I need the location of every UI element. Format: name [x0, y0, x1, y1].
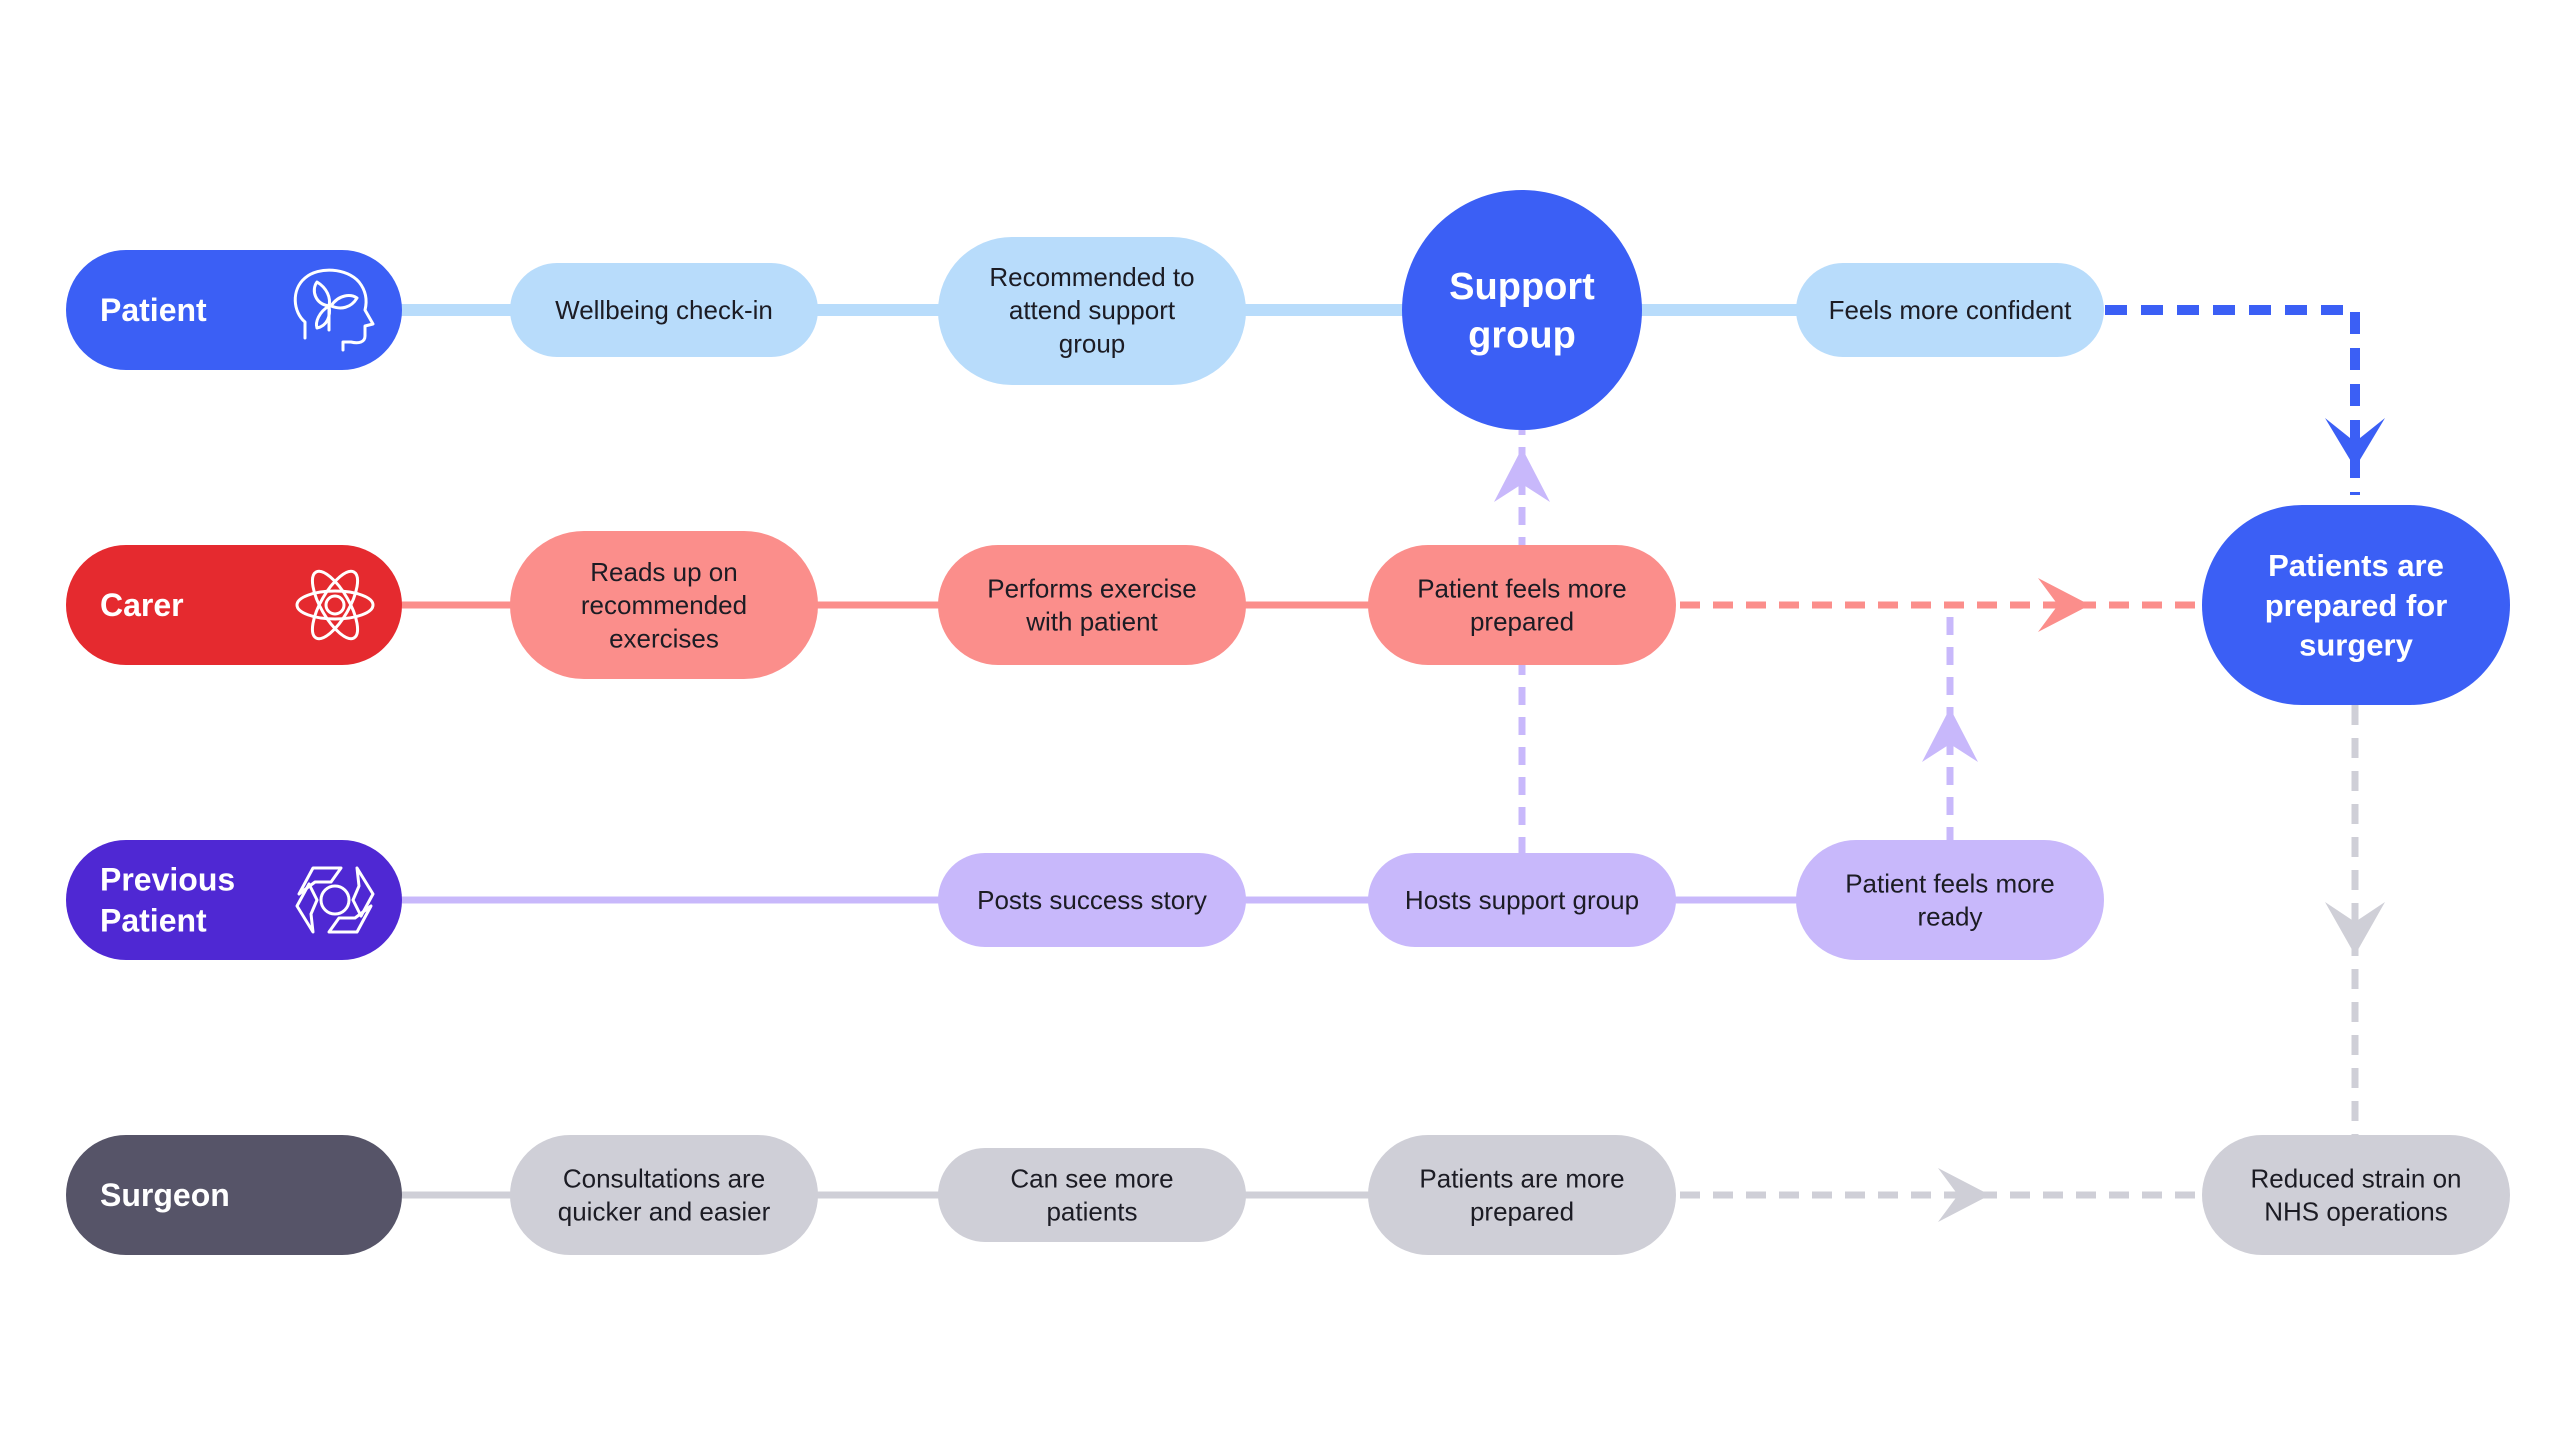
- recommended-support-group-label-line: Recommended to: [989, 262, 1194, 292]
- hosts-support-group-label-line: Hosts support group: [1405, 885, 1639, 915]
- atom-icon: [295, 569, 375, 641]
- patients-more-prepared-label-line: prepared: [1470, 1197, 1574, 1227]
- ready-to-carer-arrowhead: [1922, 708, 1978, 762]
- patients-more-prepared-node: [1368, 1135, 1676, 1255]
- recommended-support-group-node: [938, 237, 1246, 385]
- reads-up-exercises-label-line: Reads up on: [590, 557, 737, 587]
- surgeon-lane-label: Surgeon: [100, 1177, 230, 1213]
- reduced-strain-nhs-node: [2202, 1135, 2510, 1255]
- wellbeing-checkin-label-line: Wellbeing check-in: [555, 295, 773, 325]
- prepared-for-surgery-label-line: surgery: [2299, 628, 2413, 663]
- connectors: [380, 304, 2385, 1222]
- patient-lane-label: Patient: [100, 292, 207, 328]
- patient-to-outcome-dashed-line: [2105, 305, 2360, 495]
- patient-feels-more-prepared-node: [1368, 545, 1676, 665]
- reads-up-exercises-label-line: recommended: [581, 590, 747, 620]
- outcome-nodes: Patients are prepared for surgery Reduced …: [2202, 505, 2510, 1255]
- reduced-strain-nhs-label-line: NHS operations: [2264, 1197, 2448, 1227]
- support-group-hub-label: Support group: [1449, 266, 1595, 357]
- performs-exercise-label-line: Performs exercise: [987, 573, 1197, 603]
- performs-exercise-label: Performs exercise with patient: [987, 573, 1197, 636]
- posts-success-story-label-line: Posts success story: [977, 885, 1207, 915]
- prepared-for-surgery-label-line: Patients are: [2268, 548, 2444, 583]
- carer-lane-label: Carer: [100, 587, 184, 623]
- patients-more-prepared-label: Patients are more prepared: [1419, 1163, 1624, 1226]
- support-group-hub: [1402, 190, 1642, 430]
- feels-more-confident-label-line: Feels more confident: [1829, 295, 2073, 325]
- consultations-quicker-label: Consultations are quicker and easier: [558, 1163, 771, 1226]
- prepared-for-surgery-label: Patients are prepared for surgery: [2265, 548, 2448, 662]
- feels-more-confident-node: [1796, 263, 2104, 357]
- carer-lane-label-line: Carer: [100, 587, 184, 623]
- patient-feels-more-ready-label: Patient feels more ready: [1845, 868, 2055, 931]
- patient-feels-more-prepared-label-line: prepared: [1470, 607, 1574, 637]
- patient-feels-more-ready-label-line: ready: [1917, 902, 1982, 932]
- patients-more-prepared-label-line: Patients are more: [1419, 1163, 1624, 1193]
- hands-circle-icon: [295, 866, 375, 934]
- feels-more-confident-label: Feels more confident: [1829, 295, 2073, 325]
- wellbeing-checkin-label: Wellbeing check-in: [555, 295, 773, 325]
- performs-exercise-node: [938, 545, 1246, 665]
- patient-feels-more-prepared-label: Patient feels more prepared: [1417, 573, 1627, 636]
- hosts-support-group-node: [1368, 853, 1676, 947]
- prepared-for-surgery-node: [2202, 505, 2510, 705]
- surgeon-lane-pill: [66, 1135, 402, 1255]
- reduced-strain-nhs-label-line: Reduced strain on: [2250, 1163, 2461, 1193]
- previous-lane-label-line: Patient: [100, 903, 207, 939]
- consultations-quicker-label-line: Consultations are: [563, 1163, 765, 1193]
- previous-lane-nodes: Posts success story Hosts support group …: [938, 840, 2104, 960]
- hosts-support-group-label: Hosts support group: [1405, 885, 1639, 915]
- see-more-patients-label: Can see more patients: [1010, 1163, 1173, 1226]
- support-group-hub-label-line: Support: [1449, 266, 1595, 308]
- consultations-quicker-label-line: quicker and easier: [558, 1197, 771, 1227]
- performs-exercise-label-line: with patient: [1025, 607, 1158, 637]
- surgeon-to-nhs-arrowhead: [1938, 1168, 1990, 1222]
- reads-up-exercises-label-line: exercises: [609, 623, 719, 653]
- reads-up-exercises-node: [510, 531, 818, 679]
- surgeon-lane-nodes: Consultations are quicker and easier Can …: [510, 1135, 1676, 1255]
- patient-outcome-arrowhead: [2325, 418, 2385, 468]
- consultations-quicker-node: [510, 1135, 818, 1255]
- recommended-support-group-label-line: group: [1059, 328, 1126, 358]
- previous-lane-label-line: Previous: [100, 862, 235, 898]
- patient-feels-more-prepared-label-line: Patient feels more: [1417, 573, 1627, 603]
- support-group-hub-label-line: group: [1468, 315, 1576, 357]
- surgeon-lane-label-line: Surgeon: [100, 1177, 230, 1213]
- head-with-leaves-icon: [293, 268, 375, 352]
- posts-success-story-label: Posts success story: [977, 885, 1207, 915]
- recommended-support-group-label-line: attend support: [1009, 295, 1176, 325]
- prepared-for-surgery-label-line: prepared for: [2265, 588, 2448, 623]
- patient-lane-pill: [66, 250, 402, 370]
- carer-lane-pill: [66, 545, 402, 665]
- patient-feels-more-ready-node: [1796, 840, 2104, 960]
- previous-lane-pill: [66, 840, 402, 960]
- patient-lane-label-line: Patient: [100, 292, 207, 328]
- carer-outcome-arrowhead: [2038, 578, 2090, 632]
- wellbeing-checkin-node: [510, 263, 818, 357]
- see-more-patients-node: [938, 1148, 1246, 1242]
- reduced-strain-nhs-label: Reduced strain on NHS operations: [2250, 1163, 2461, 1226]
- hosts-to-hub-arrowhead: [1494, 448, 1550, 502]
- patient-feels-more-ready-label-line: Patient feels more: [1845, 868, 2055, 898]
- see-more-patients-label-line: Can see more: [1010, 1163, 1173, 1193]
- outcome-to-nhs-arrowhead: [2325, 902, 2385, 955]
- see-more-patients-label-line: patients: [1046, 1197, 1137, 1227]
- posts-success-story-node: [938, 853, 1246, 947]
